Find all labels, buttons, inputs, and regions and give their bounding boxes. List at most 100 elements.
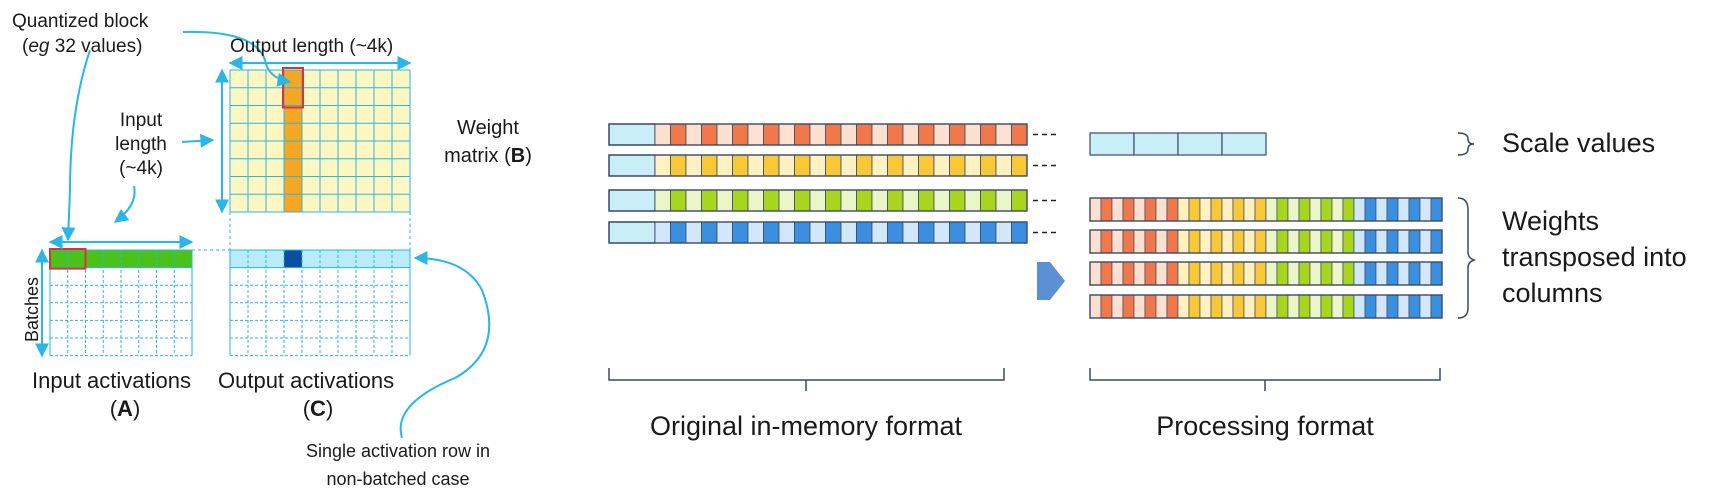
- original-row-weight-cell: [763, 123, 780, 146]
- processing-weight-cell: [1430, 197, 1443, 222]
- processing-weight-cell: [1331, 229, 1344, 254]
- processing-weight-cell: [1287, 261, 1300, 286]
- original-row-weight-cell: [887, 189, 904, 212]
- processing-weight-cell: [1210, 229, 1223, 254]
- original-row-weight-cell: [778, 154, 795, 177]
- original-row-weight-cell: [1011, 154, 1028, 177]
- processing-weight-cell: [1243, 294, 1256, 319]
- original-format-caption: Original in-memory format: [650, 411, 963, 441]
- processing-weight-cell: [1199, 294, 1212, 319]
- original-row-weight-cell: [1011, 189, 1028, 212]
- original-row-weight-cell: [964, 154, 981, 177]
- scale-value-cell: [1177, 132, 1223, 156]
- processing-weight-cell: [1265, 261, 1278, 286]
- processing-weight-cell: [1320, 229, 1333, 254]
- processing-weight-cell: [1221, 229, 1234, 254]
- processing-weight-cell: [1386, 197, 1399, 222]
- processing-weight-cell: [1177, 294, 1190, 319]
- processing-weight-cell: [1155, 261, 1168, 286]
- original-row-weight-cell: [747, 221, 764, 244]
- original-row-scale-value: [608, 221, 656, 244]
- original-row-weight-cell: [716, 189, 733, 212]
- processing-weight-cell: [1122, 229, 1135, 254]
- processing-weight-cell: [1298, 294, 1311, 319]
- processing-weight-cell: [1221, 294, 1234, 319]
- dimension-arrows: [35, 30, 491, 439]
- processing-weight-cell: [1111, 197, 1124, 222]
- original-row-weight-cell: [964, 123, 981, 146]
- original-row-weight-cell: [949, 189, 966, 212]
- processing-row-outline: [1089, 197, 1443, 222]
- original-row-weight-cell: [701, 221, 718, 244]
- original-row-weight-cell: [902, 221, 919, 244]
- processing-weight-cell: [1342, 294, 1355, 319]
- input-activations-tag: (A): [110, 396, 141, 421]
- processing-weight-cell: [1254, 197, 1267, 222]
- processing-weight-cell: [1111, 261, 1124, 286]
- original-row-weight-cell: [701, 154, 718, 177]
- processing-weight-cell: [1331, 294, 1344, 319]
- scale-value-cell: [1133, 132, 1179, 156]
- original-row-weight-cell: [933, 221, 950, 244]
- original-row-weight-cell: [933, 123, 950, 146]
- processing-weight-cell: [1265, 294, 1278, 319]
- scale-values-row: [1089, 132, 1267, 156]
- processing-row-outline: [1089, 294, 1443, 319]
- original-row-weight-cell: [794, 154, 811, 177]
- original-row-weight-cell: [794, 221, 811, 244]
- processing-weight-cell: [1419, 197, 1432, 222]
- processing-weight-cell: [1265, 197, 1278, 222]
- original-row-weight-cell: [871, 221, 888, 244]
- quantized-block-curve-right: [182, 30, 292, 87]
- processing-weight-cell: [1320, 294, 1333, 319]
- quantized-block-highlight-input: [49, 248, 87, 270]
- processing-weight-cell: [1155, 294, 1168, 319]
- original-row-weight-cell: [995, 189, 1012, 212]
- original-row-weight-cell: [794, 123, 811, 146]
- input-length-pointer: [181, 133, 215, 148]
- scale-value-cell: [1221, 132, 1267, 156]
- processing-weight-cell: [1287, 197, 1300, 222]
- processing-weight-cell: [1287, 294, 1300, 319]
- original-row-weight-cell: [856, 154, 873, 177]
- processing-weight-cell: [1177, 197, 1190, 222]
- processing-weight-cell: [1353, 261, 1366, 286]
- processing-weight-cell: [1375, 229, 1388, 254]
- original-row-weight-cell: [949, 123, 966, 146]
- processing-weight-cell: [1166, 229, 1179, 254]
- original-row-weight-cell: [964, 221, 981, 244]
- original-row-weight-cell: [716, 123, 733, 146]
- processing-weight-cell: [1122, 294, 1135, 319]
- processing-weight-cell: [1166, 261, 1179, 286]
- processing-weight-cell: [1144, 229, 1157, 254]
- original-row-weight-cell: [654, 221, 671, 244]
- processing-weight-cell: [1397, 197, 1410, 222]
- processing-weight-cell: [1089, 261, 1102, 286]
- original-row-weight-cell: [670, 221, 687, 244]
- original-row-weight-cell: [732, 154, 749, 177]
- original-row-weight-cell: [980, 154, 997, 177]
- processing-weight-cell: [1199, 197, 1212, 222]
- original-row-weight-cell: [825, 189, 842, 212]
- original-row-weight-cell: [840, 221, 857, 244]
- processing-weight-cell: [1276, 294, 1289, 319]
- original-row-weight-cell: [809, 221, 826, 244]
- scale-values-label: Scale values: [1502, 128, 1655, 158]
- single-row-line2: non-batched case: [326, 469, 469, 489]
- weight-matrix-line2: matrix (B): [444, 145, 532, 167]
- processing-weight-cell: [1133, 229, 1146, 254]
- single-row-curve: [399, 251, 491, 439]
- weights-label-line1: Weights: [1502, 206, 1599, 236]
- processing-format-rows: [1089, 197, 1443, 319]
- processing-weight-cell: [1210, 261, 1223, 286]
- original-row-weight-cell: [778, 123, 795, 146]
- original-row-scale-value: [608, 154, 656, 177]
- processing-weight-cell: [1331, 261, 1344, 286]
- original-row-weight-cell: [840, 123, 857, 146]
- original-row-weight-cell: [902, 189, 919, 212]
- original-row-weight-cell: [840, 189, 857, 212]
- processing-weight-cell: [1309, 229, 1322, 254]
- quantized-block-curve-left: [61, 49, 91, 242]
- processing-weight-cell: [1364, 197, 1377, 222]
- processing-weight-cell: [1122, 261, 1135, 286]
